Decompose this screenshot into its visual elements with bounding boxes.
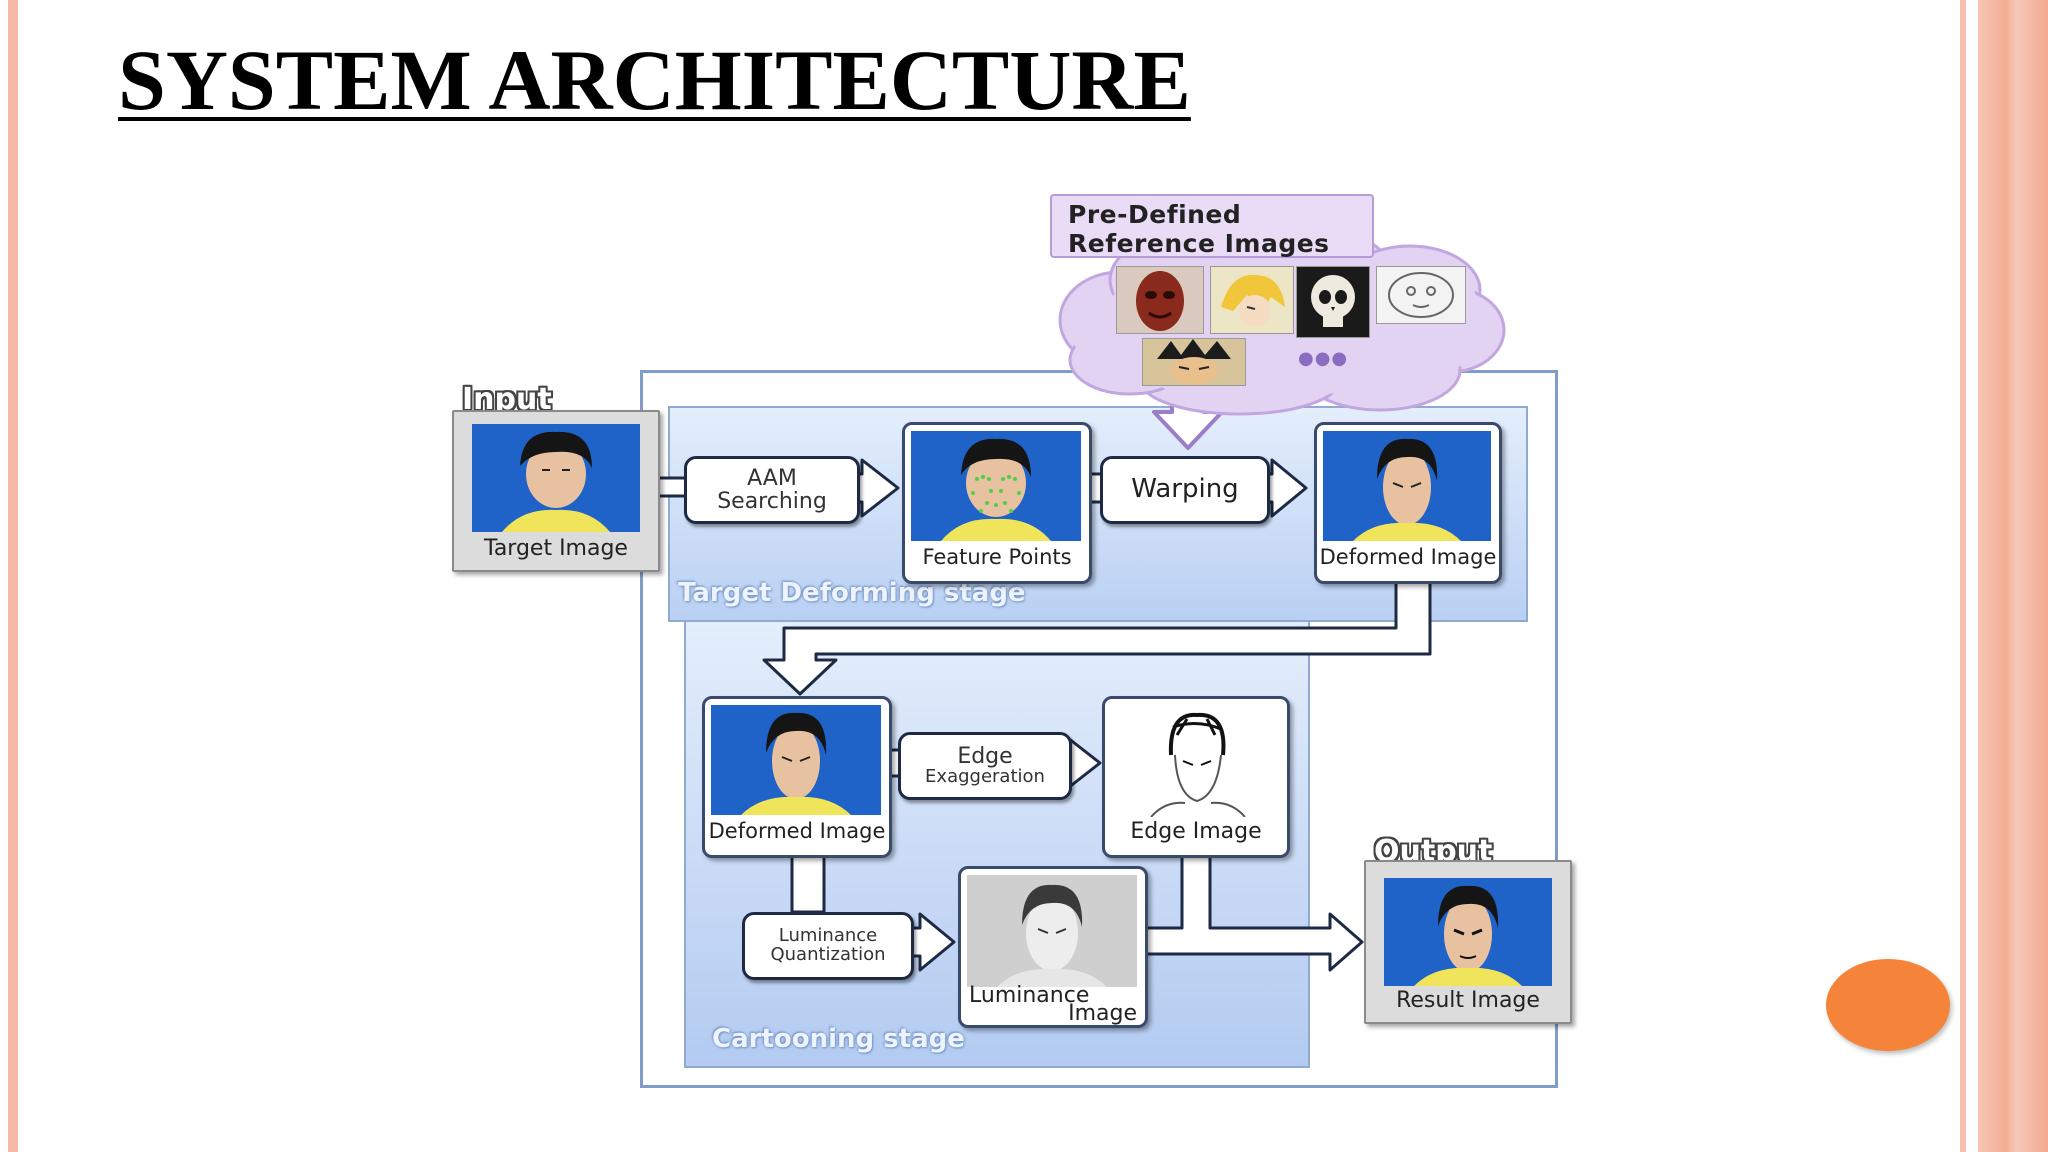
result-image-photo xyxy=(1384,878,1552,986)
right-border-stripe-thin xyxy=(1960,0,1966,1152)
accent-dot xyxy=(1826,959,1950,1051)
more-references-ellipsis: ●●● xyxy=(1298,348,1349,369)
arrow-deformed-down-loop xyxy=(762,578,1432,696)
deformed-image-bottom-photo xyxy=(711,705,881,815)
arrow-deformed-to-lum-vertical xyxy=(790,850,826,914)
left-border-stripe xyxy=(8,0,18,1152)
deformed-image-top-photo xyxy=(1323,431,1491,541)
reference-thumb-anime-blonde xyxy=(1210,266,1294,334)
reference-thumb-mask xyxy=(1116,266,1204,334)
aam-searching-box: AAM Searching xyxy=(684,456,860,524)
edge-image-frame: Edge Image xyxy=(1102,696,1290,858)
target-image-caption: Target Image xyxy=(484,536,628,561)
warping-box: Warping xyxy=(1100,456,1270,524)
luminance-image-frame: Luminance Image xyxy=(958,866,1148,1028)
aam-line1: AAM xyxy=(747,465,797,491)
edge-image-sketch xyxy=(1111,705,1279,817)
feature-points-frame: Feature Points xyxy=(902,422,1092,584)
right-border-stripe-wide xyxy=(1978,0,2048,1152)
reference-header-line2: Reference Images xyxy=(1068,229,1330,258)
lum-line1: Luminance xyxy=(778,925,878,947)
deformed-image-bottom-frame: Deformed Image xyxy=(702,696,892,858)
edge-image-caption: Edge Image xyxy=(1130,819,1262,844)
luminance-image-caption-line2: Image xyxy=(1068,1001,1137,1026)
arrow-to-output xyxy=(1140,850,1364,972)
edge-exaggeration-box: Edge Exaggeration xyxy=(898,732,1072,800)
target-image-frame: Target Image xyxy=(452,410,660,572)
result-image-caption: Result Image xyxy=(1396,988,1540,1013)
slide-title: SYSTEM ARCHITECTURE xyxy=(118,32,1191,128)
deformed-image-top-frame: Deformed Image xyxy=(1314,422,1502,584)
luminance-quantization-box: Luminance Quantization xyxy=(742,912,914,980)
edge-line2: Exaggeration xyxy=(925,766,1045,788)
reference-thumb-sketch xyxy=(1376,266,1466,324)
deformed-image-top-caption: Deformed Image xyxy=(1319,545,1497,569)
target-image-photo xyxy=(472,424,640,532)
aam-line2: Searching xyxy=(717,489,827,514)
feature-points-photo xyxy=(911,431,1081,541)
deformed-image-bottom-caption: Deformed Image xyxy=(708,819,886,843)
arrow-lum-to-lum-image xyxy=(906,912,956,972)
arrow-warping-to-deformed xyxy=(1262,458,1308,518)
lum-line2: Quantization xyxy=(770,944,886,965)
luminance-image-caption-line1: Luminance xyxy=(969,983,1090,1008)
warping-label: Warping xyxy=(1131,474,1239,505)
luminance-image-photo xyxy=(967,875,1137,987)
cartooning-stage-label: Cartooning stage xyxy=(712,1024,965,1054)
reference-thumb-anime-warrior xyxy=(1142,338,1246,386)
arrow-aam-to-feature xyxy=(852,458,900,518)
reference-thumb-skull xyxy=(1296,266,1370,338)
reference-images-header: Pre-Defined Reference Images xyxy=(1050,194,1374,258)
result-image-frame: Result Image xyxy=(1364,860,1572,1024)
feature-points-caption: Feature Points xyxy=(922,545,1072,569)
reference-header-line1: Pre-Defined xyxy=(1068,200,1242,229)
edge-line1: Edge xyxy=(957,744,1013,769)
